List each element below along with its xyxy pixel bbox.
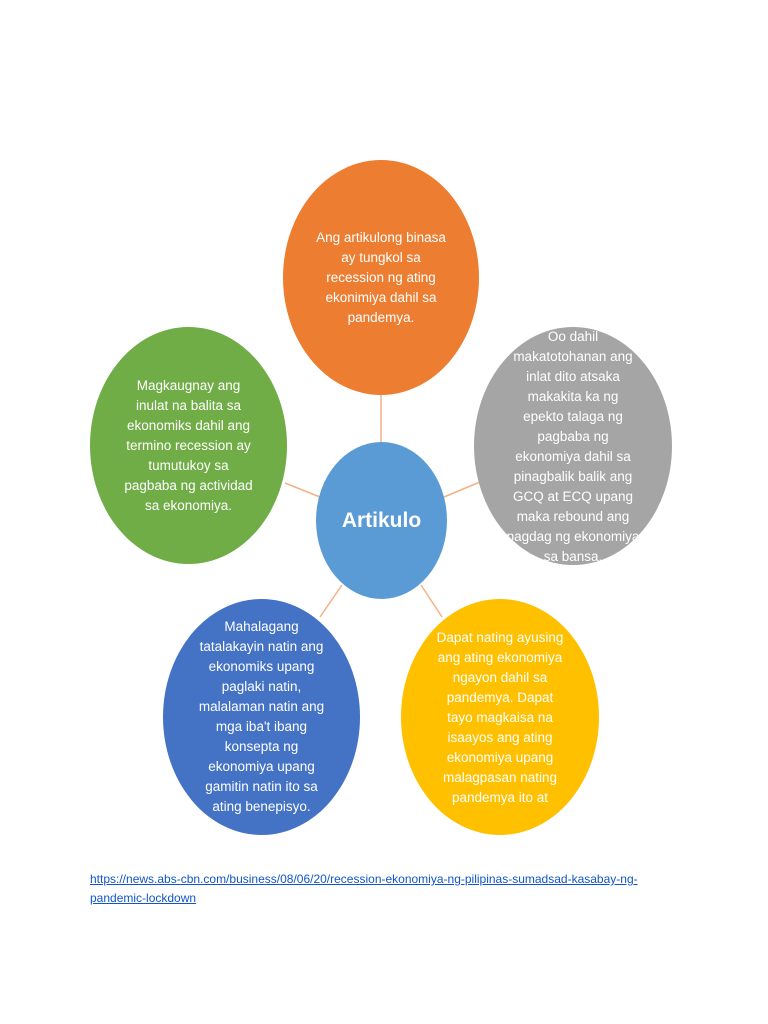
node-top-topic: Ang artikulong binasa ay tungkol sa rece… bbox=[283, 160, 479, 395]
connector-right bbox=[443, 481, 481, 498]
node-left-connection: Magkaugnay ang inulat na balita sa ekono… bbox=[90, 327, 287, 564]
connector-left bbox=[284, 482, 321, 498]
node-bottom-right-text: Dapat nating ayusing ang ating ekonomiya… bbox=[436, 630, 564, 805]
node-right-text: Oo dahil makatotohanan ang inlat dito at… bbox=[506, 329, 640, 564]
node-right-reality: Oo dahil makatotohanan ang inlat dito at… bbox=[474, 327, 672, 565]
node-bottom-left-text: Mahalagang tatalakayin natin ang ekonomi… bbox=[198, 619, 325, 814]
connector-bottom-left bbox=[319, 584, 343, 618]
node-bottom-left-importance: Mahalagang tatalakayin natin ang ekonomi… bbox=[163, 599, 360, 835]
source-link[interactable]: https://news.abs-cbn.com/business/08/06/… bbox=[90, 872, 638, 905]
node-bottom-right-action: Dapat nating ayusing ang ating ekonomiya… bbox=[401, 599, 599, 835]
node-top-text: Ang artikulong binasa ay tungkol sa rece… bbox=[316, 229, 446, 325]
connector-bottom-right bbox=[420, 584, 443, 618]
center-label: Artikulo bbox=[341, 508, 422, 532]
node-left-text: Magkaugnay ang inulat na balita sa ekono… bbox=[124, 377, 253, 513]
node-center-title: Artikulo bbox=[316, 442, 447, 599]
